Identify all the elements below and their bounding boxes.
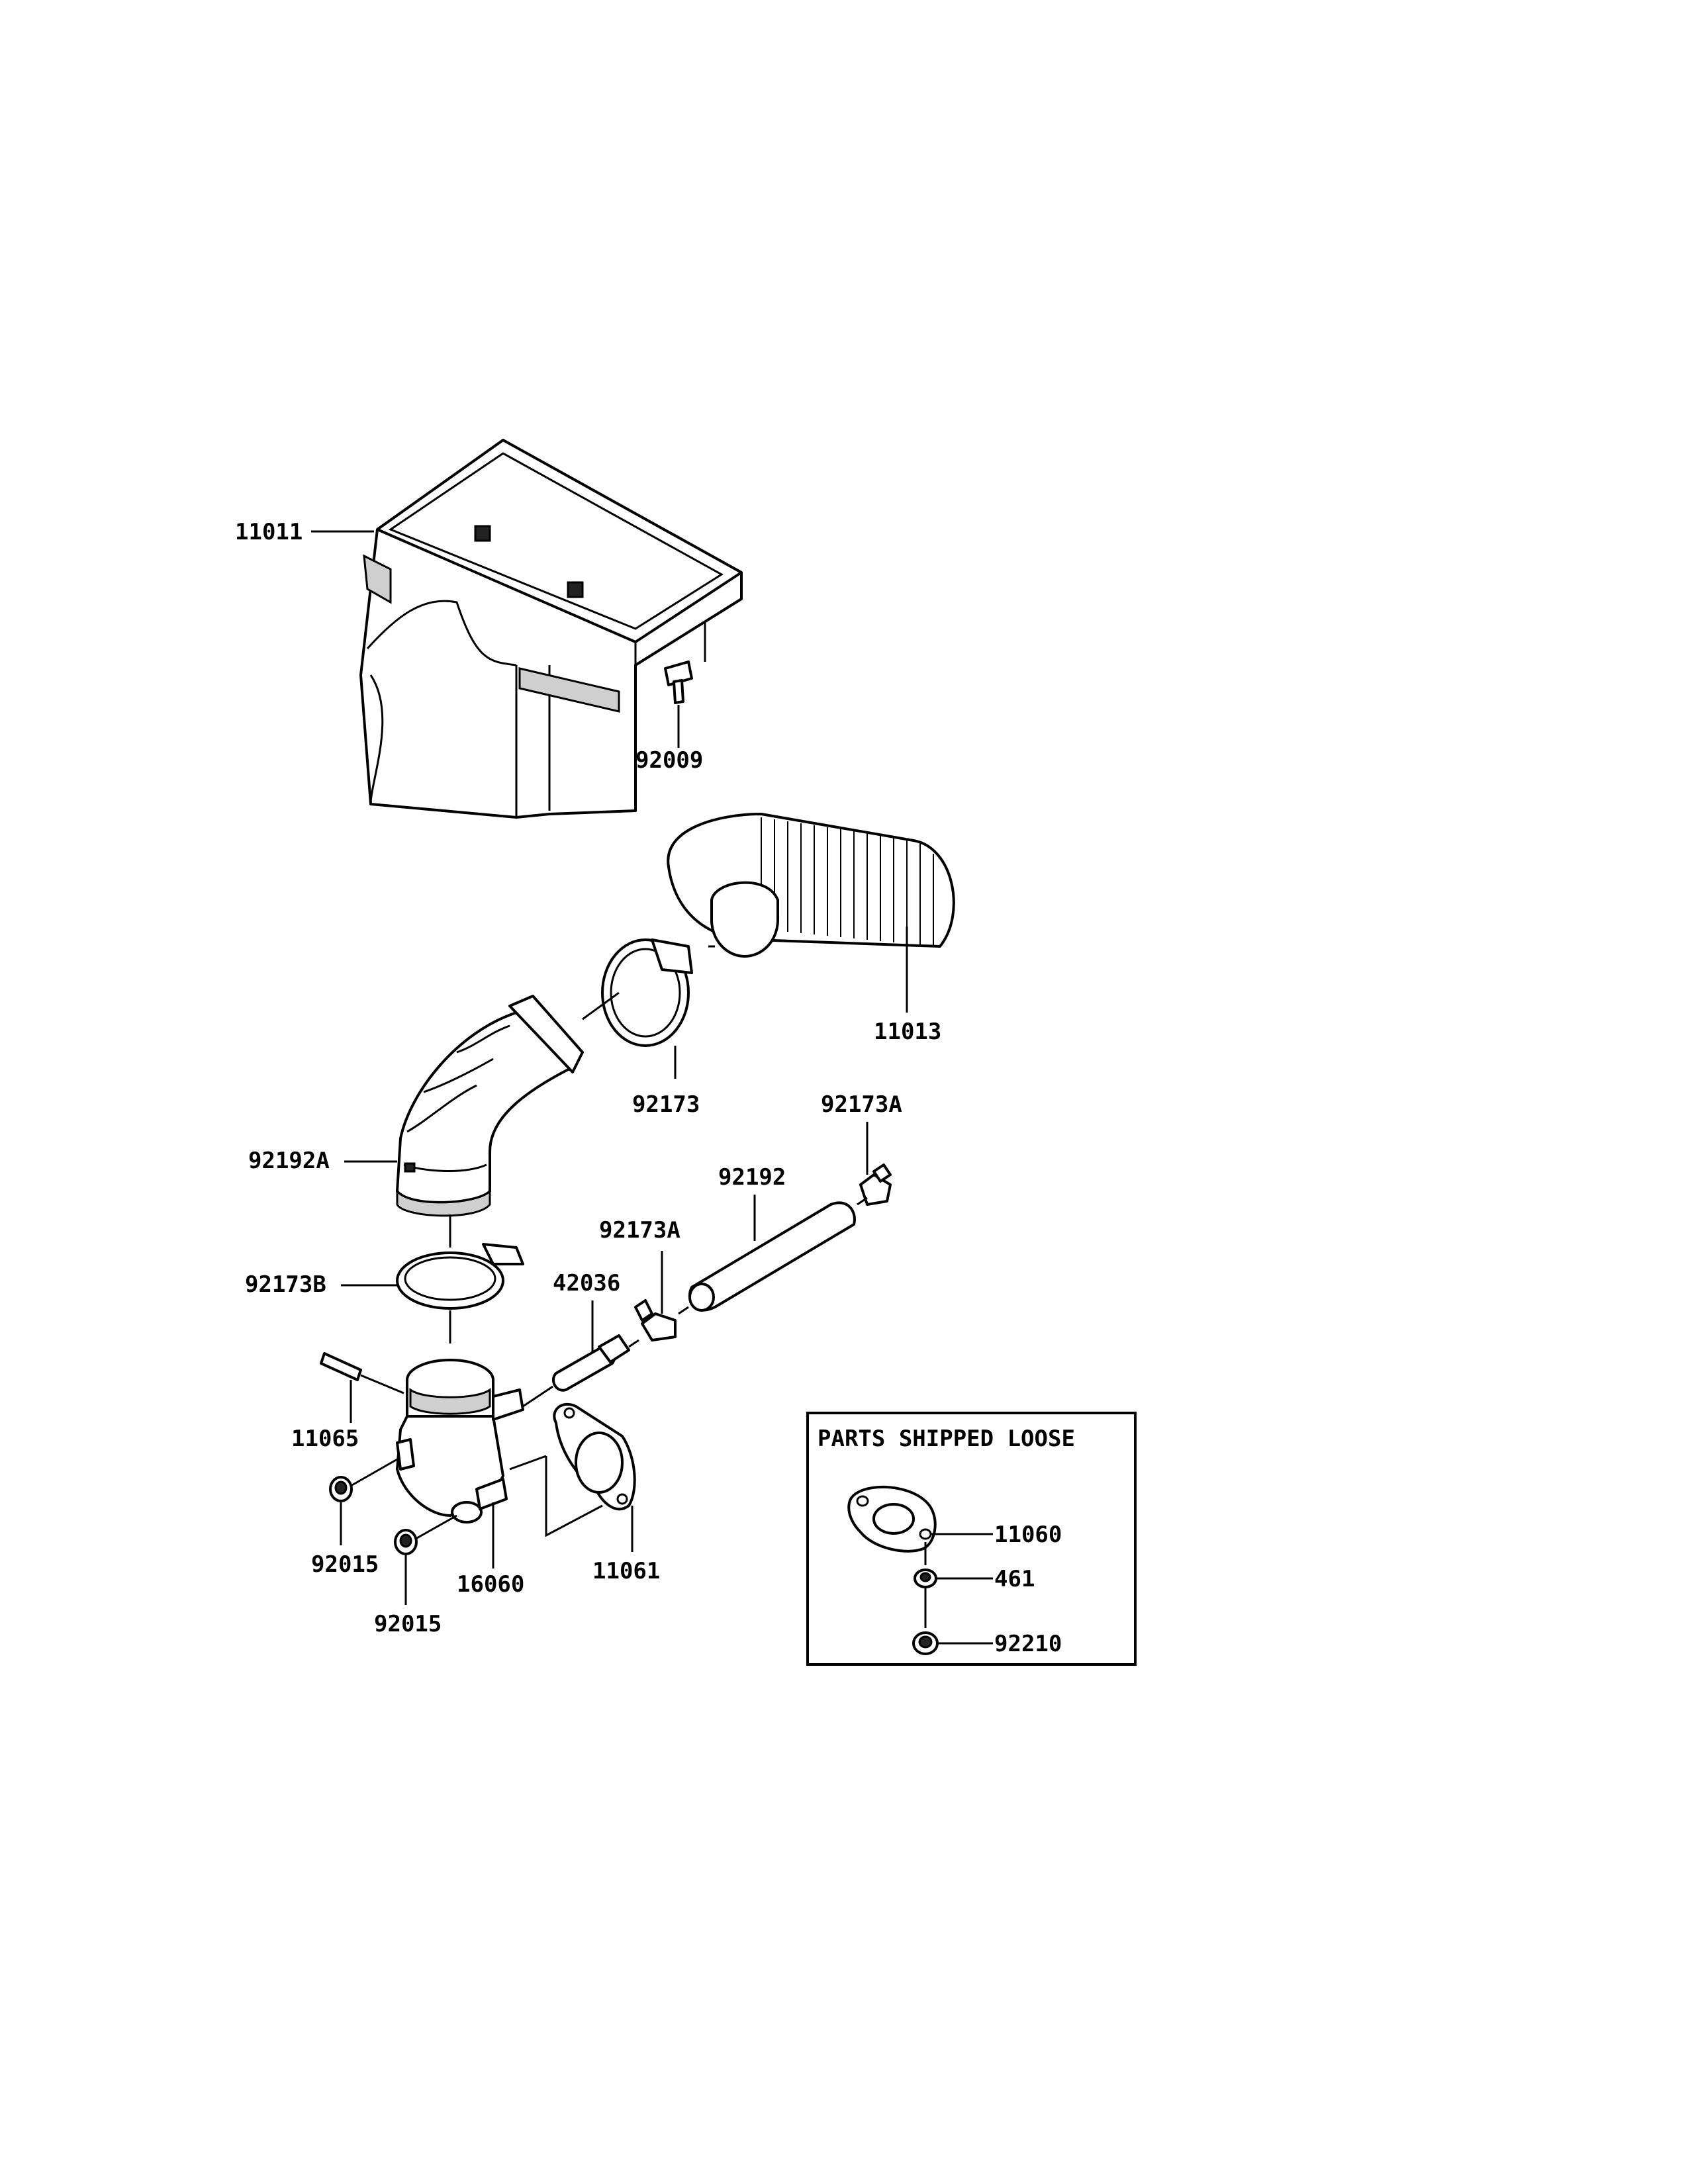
air-cleaner-cover: [359, 439, 743, 819]
gasket-11060: [847, 1485, 937, 1553]
label-92173a-top: 92173A: [821, 1091, 902, 1118]
label-11061: 11061: [592, 1558, 660, 1584]
pipe-42036: [552, 1334, 630, 1392]
label-11011: 11011: [235, 519, 303, 545]
label-92173: 92173: [632, 1091, 700, 1118]
label-92015-a: 92015: [311, 1551, 379, 1578]
clamp-92173: [601, 938, 693, 1047]
washer-461: [914, 1569, 937, 1588]
gasket-11061: [553, 1402, 636, 1511]
parts-shipped-loose-box: PARTS SHIPPED LOOSE 11060 461 92210: [806, 1412, 1137, 1666]
label-92009: 92009: [635, 747, 703, 774]
label-92015-b: 92015: [374, 1611, 442, 1637]
nut-92015-b: [394, 1529, 418, 1555]
label-92173b: 92173B: [245, 1271, 326, 1298]
label-11065: 11065: [291, 1426, 359, 1452]
label-11060: 11060: [994, 1522, 1062, 1548]
label-42036: 42036: [553, 1270, 620, 1297]
label-92210: 92210: [994, 1631, 1062, 1657]
clamp-92173b: [396, 1243, 524, 1310]
nut-92210: [912, 1631, 939, 1655]
stud-11065: [320, 1352, 362, 1381]
hose-92192: [688, 1201, 856, 1312]
clamp-92173a-mid: [634, 1299, 677, 1342]
clamp-92173a-top: [859, 1163, 892, 1206]
elbow-hose-92192a: [396, 995, 584, 1217]
label-92173a-mid: 92173A: [599, 1217, 680, 1244]
label-92192a: 92192A: [248, 1148, 330, 1174]
label-461: 461: [994, 1566, 1035, 1592]
nut-92015-a: [329, 1476, 353, 1502]
label-11013: 11013: [874, 1019, 941, 1045]
air-filter-element: [667, 813, 955, 958]
label-92192: 92192: [718, 1164, 786, 1191]
intake-manifold: [396, 1359, 524, 1524]
loose-parts-title: PARTS SHIPPED LOOSE: [818, 1426, 1075, 1452]
label-16060: 16060: [457, 1571, 524, 1598]
screw-92009: [664, 660, 693, 704]
